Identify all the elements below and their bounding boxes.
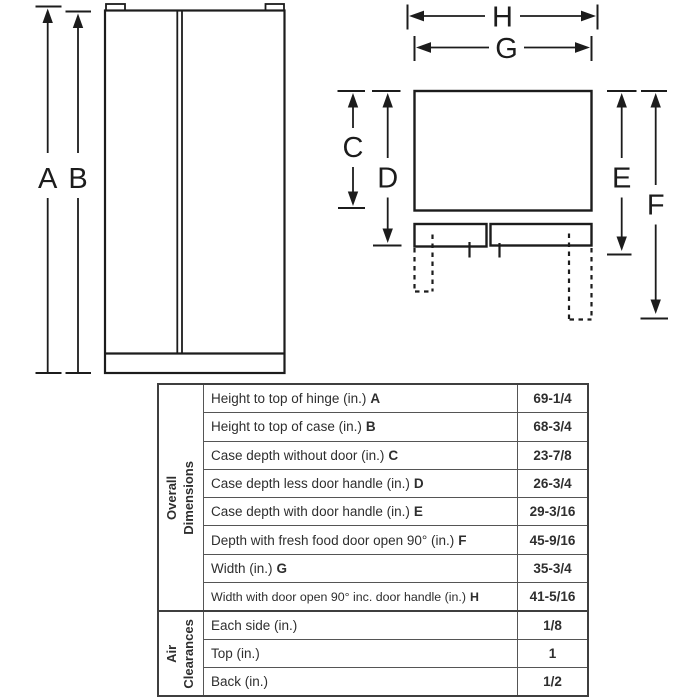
top-view-diagram: H G C (337, 2, 668, 321)
dim-a: A (35, 5, 62, 374)
row-value: 23-7/8 (533, 447, 572, 463)
table-row: Height to top of case (in.)B 68-3/4 (204, 412, 587, 441)
dim-key: E (413, 504, 423, 520)
dim-key: F (458, 532, 467, 548)
hinge-left (105, 3, 126, 12)
row-desc: Height to top of hinge (in.)A (204, 385, 518, 413)
group-label-line: Overall (164, 475, 180, 520)
row-value: 1/8 (543, 618, 562, 634)
front-view-diagram: A B (35, 3, 286, 375)
table-row: Height to top of hinge (in.)A 69-1/4 (204, 385, 587, 413)
dim-key: C (388, 447, 399, 463)
row-value: 1/2 (543, 674, 562, 690)
fresh-food-door-top-view (489, 222, 593, 247)
row-desc: Case depth with door handle (in.)E (204, 498, 518, 526)
row-desc: Width (in.)G (204, 554, 518, 583)
row-value: 26-3/4 (533, 476, 572, 492)
dim-label-h: H (492, 2, 513, 34)
dim-key: D (413, 476, 424, 492)
row-value: 45-9/16 (529, 532, 576, 548)
spec-table: Overall Dimensions Height to top of hing… (157, 383, 589, 697)
table-group-overall-dimensions: Overall Dimensions Height to top of hing… (159, 385, 587, 611)
row-value: 1 (548, 646, 557, 662)
dim-label-d: D (377, 163, 398, 195)
fridge-outline (103, 9, 286, 375)
hinge-right (264, 3, 285, 12)
table-row: Back (in.) 1/2 (204, 667, 587, 696)
dim-label-b: B (68, 163, 87, 195)
group-label-line: Dimensions (181, 460, 196, 535)
table-row: Width with door open 90° inc. door handl… (204, 582, 587, 611)
row-desc: Height to top of case (in.)B (204, 413, 518, 441)
table-group-air-clearances: Air Clearances Each side (in.) 1/8 Top (… (159, 610, 587, 696)
dim-key: A (370, 391, 381, 407)
row-desc: Width with door open 90° inc. door handl… (204, 583, 518, 611)
row-value: 35-3/4 (533, 560, 572, 576)
row-value: 29-3/16 (529, 504, 576, 520)
dim-d: D (372, 90, 402, 247)
row-value: 68-3/4 (533, 419, 572, 435)
dim-label-f: F (647, 190, 665, 222)
group-label-line: Air (164, 644, 180, 663)
dimension-diagrams: A B H (35, 2, 668, 375)
dim-g: G (413, 33, 593, 65)
dim-h: H (406, 2, 599, 34)
table-row: Top (in.) 1 (204, 639, 587, 668)
row-value: 69-1/4 (533, 391, 572, 407)
group-label-overall-dimensions: Overall Dimensions (159, 385, 204, 611)
group-label-line: Clearances (181, 618, 197, 689)
table-row: Depth with fresh food door open 90° (in.… (204, 525, 587, 554)
dim-key: G (276, 560, 288, 576)
dim-label-e: E (612, 163, 631, 195)
table-row: Case depth with door handle (in.)E 29-3/… (204, 497, 587, 526)
dim-key: H (469, 589, 479, 604)
row-desc: Case depth without door (in.)C (204, 441, 518, 469)
dim-e: E (607, 90, 637, 256)
table-row: Each side (in.) 1/8 (204, 612, 587, 640)
group-label-air-clearances: Air Clearances (159, 612, 204, 695)
dim-key: B (365, 419, 376, 435)
row-desc: Case depth less door handle (in.)D (204, 469, 518, 498)
row-desc: Back (in.) (204, 668, 518, 696)
dim-label-a: A (38, 163, 58, 195)
dim-f: F (640, 90, 668, 320)
case-top-view (413, 89, 593, 212)
door-open-dashed-right (567, 233, 593, 321)
table-row: Case depth without door (in.)C 23-7/8 (204, 440, 587, 469)
dim-label-c: C (343, 132, 364, 164)
dim-label-g: G (495, 33, 518, 65)
table-row: Case depth less door handle (in.)D 26-3/… (204, 468, 587, 498)
dim-b: B (65, 10, 91, 374)
row-desc: Depth with fresh food door open 90° (in.… (204, 526, 518, 554)
dim-c: C (337, 90, 365, 209)
row-value: 41-5/16 (529, 589, 576, 605)
row-desc: Each side (in.) (204, 612, 518, 640)
row-desc: Top (in.) (204, 640, 518, 668)
table-row: Width (in.)G 35-3/4 (204, 553, 587, 583)
door-open-dashed-left (413, 234, 434, 293)
freezer-door-top-view (413, 222, 488, 248)
